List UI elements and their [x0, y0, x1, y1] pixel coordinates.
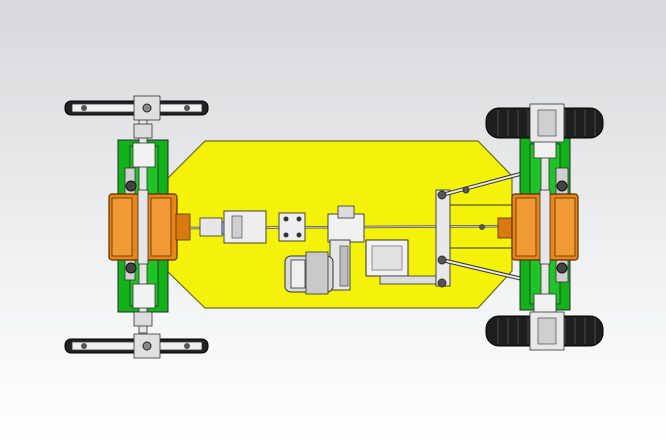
pulley-assembly	[327, 205, 365, 291]
right-axle-assembly	[479, 117, 579, 334]
left-top-track-wheel	[64, 95, 209, 121]
motor	[284, 251, 334, 295]
left-axle-assembly	[108, 117, 191, 334]
left-bottom-track-wheel	[64, 333, 209, 359]
right-bottom-tire	[485, 311, 604, 351]
right-top-tire	[485, 103, 604, 143]
servo-box	[365, 239, 441, 285]
